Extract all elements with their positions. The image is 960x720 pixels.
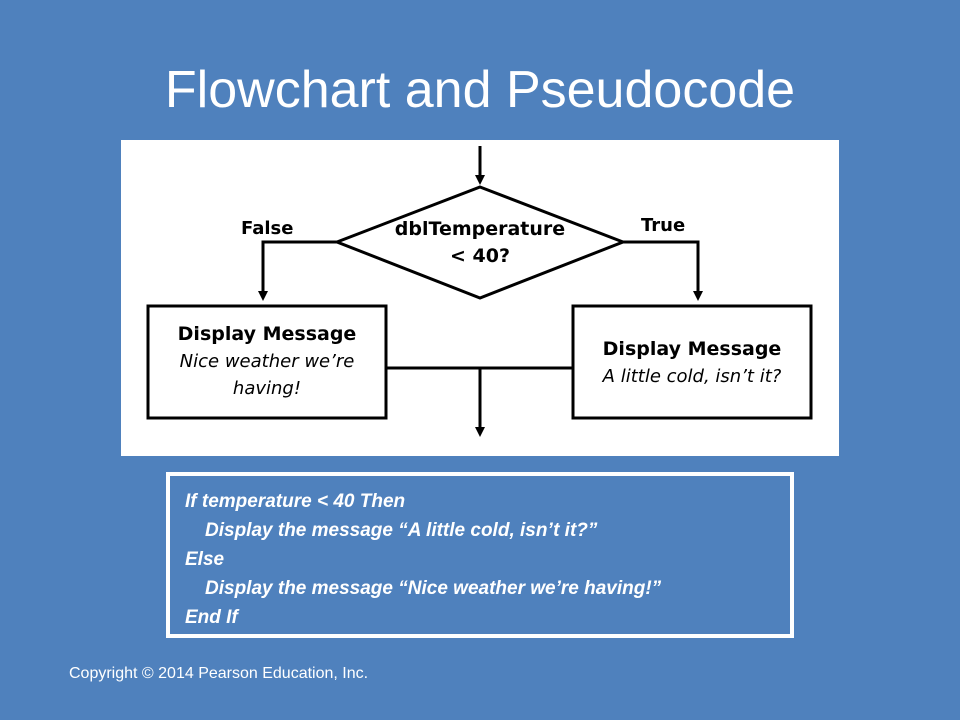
pseudocode-line-end-if: End If xyxy=(185,607,238,628)
pseudocode-line-then-action: Display the message “A little cold, isn’… xyxy=(205,520,598,541)
pseudocode-box: If temperature < 40 Then Display the mes… xyxy=(166,472,794,638)
left-box-line1: Nice weather we’re xyxy=(180,351,355,372)
false-branch-arrow xyxy=(258,240,337,301)
copyright-notice: Copyright © 2014 Pearson Education, Inc. xyxy=(69,665,369,682)
right-box-line1: A little cold, isn’t it? xyxy=(602,366,782,387)
pseudocode-line-if: If temperature < 40 Then xyxy=(185,491,406,512)
left-process-box xyxy=(146,304,388,420)
left-box-heading: Display Message xyxy=(178,323,357,345)
right-process-box xyxy=(571,304,813,420)
pseudocode-line-else-action: Display the message “Nice weather we’re … xyxy=(205,578,662,599)
false-label: False xyxy=(241,218,293,239)
decision-text-line1: dblTemperature xyxy=(395,218,565,240)
slide-title: Flowchart and Pseudocode xyxy=(164,61,796,119)
decision-text-line2: < 40? xyxy=(450,245,510,267)
true-label: True xyxy=(641,215,685,236)
true-branch-arrow xyxy=(623,240,703,301)
pseudocode-line-else: Else xyxy=(185,549,225,570)
left-box-line2: having! xyxy=(233,378,301,399)
decision-diamond xyxy=(332,185,628,300)
right-box-heading: Display Message xyxy=(603,338,782,360)
